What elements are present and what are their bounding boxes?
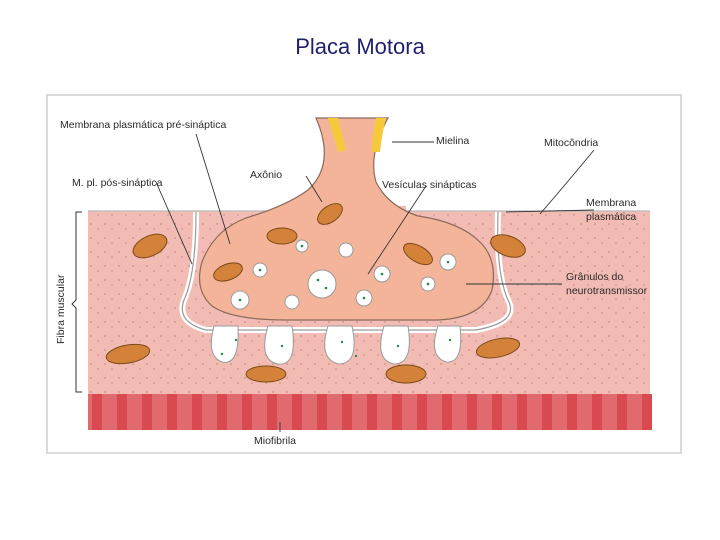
m-pos-label: M. pl. pós-sináptica [72,177,163,189]
axonio-label: Axônio [250,169,282,181]
myofibril-band [642,394,652,430]
vesiculas-label: Vesículas sinápticas [382,179,477,191]
membrana-plasmatica-label-2: plasmática [586,211,636,223]
myofibril-band [292,394,302,430]
myofibril-band [567,394,577,430]
myofibril-band [542,394,552,430]
myofibril-band [242,394,252,430]
junctional-folds [210,325,462,365]
myofibril-band [267,394,277,430]
membrana-plasmatica-label-1: Membrana [586,197,636,209]
myofibril-band [417,394,427,430]
granulos-label-2: neurotransmissor [566,285,648,297]
myelin-sheath [328,118,386,152]
synaptic-vesicles [220,239,457,358]
myofibril-band [367,394,377,430]
myofibril-band [442,394,452,430]
myofibril-band [392,394,402,430]
myofibril-band [517,394,527,430]
myofibril-band [492,394,502,430]
myofibril [88,394,652,430]
slide-title: Placa Motora [295,34,425,59]
myofibril-band [92,394,102,430]
fibra-muscular-label: Fibra muscular [55,274,67,344]
leader-lines [155,133,595,432]
myofibril-band [217,394,227,430]
myofibril-band [467,394,477,430]
myofibril-band [117,394,127,430]
myofibril-band [592,394,602,430]
miofibrila-label: Miofibrila [254,435,296,447]
mitochondria [105,203,526,384]
myofibril-band [192,394,202,430]
mitocondria-label: Mitocôndria [544,137,598,149]
myofibril-band [617,394,627,430]
fibra-muscular-bracket [71,211,82,393]
membrana-pre-label: Membrana plasmática pré-sináptica [60,119,226,131]
myofibril-band [167,394,177,430]
granulos-label-1: Grânulos do [566,271,623,283]
axon-terminal [199,117,495,321]
myofibril-band [317,394,327,430]
myofibril-band [142,394,152,430]
mielina-label: Mielina [436,135,469,147]
myofibril-band [342,394,352,430]
neuromuscular-junction-diagram: Membrana plasmática pré-sináptica Mielin… [46,94,682,454]
